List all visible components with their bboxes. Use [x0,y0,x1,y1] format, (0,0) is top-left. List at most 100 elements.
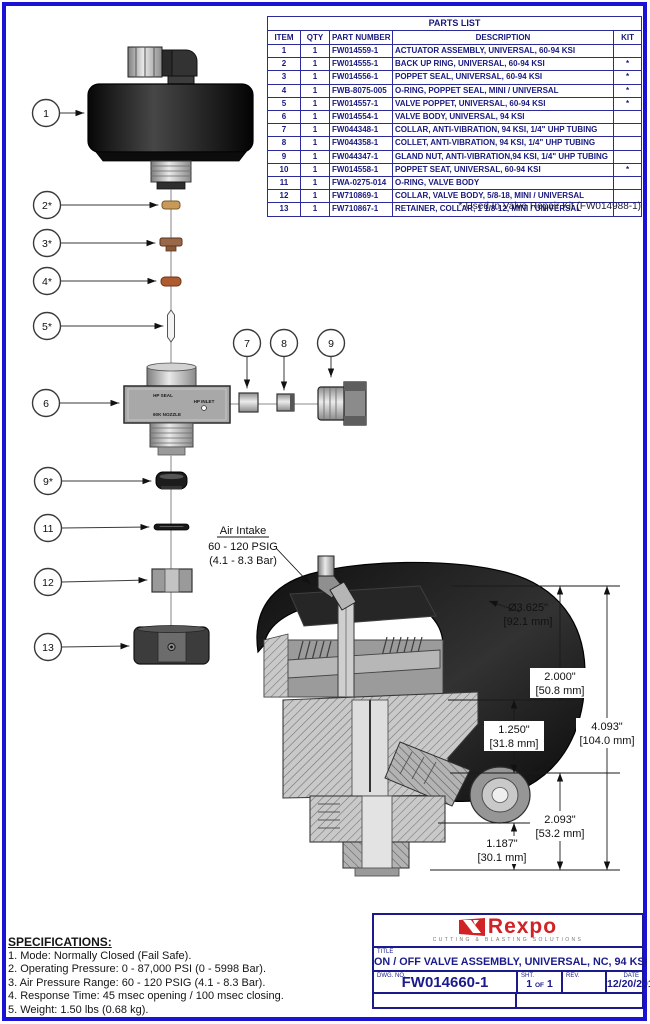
cell-item: 1 [267,43,301,59]
hp-inlet-port [201,405,207,411]
col-description: DESCRIPTION [392,30,614,45]
spec-item-4: 4. Response Time: 45 msec opening / 100 … [8,990,284,1003]
balloon-1: 1 [31,98,85,128]
valve-body-section [282,691,531,824]
cell-description: ACTUATOR ASSEMBLY, UNIVERSAL, 60-94 KSI [392,43,614,59]
blank-row [374,992,642,1007]
cell-description: O-RING, VALVE BODY [392,176,614,191]
col-qty: QTY [300,30,330,45]
engraving-hp-seal: HP SEAL [153,393,173,398]
cell-qty: 1 [300,43,330,59]
dia-leader [488,600,521,613]
table-row: 3 1 FW014556-1 POPPET SEAL, UNIVERSAL, 6… [267,70,643,85]
cell-description: POPPET SEAL, UNIVERSAL, 60-94 KSI [392,70,614,85]
dim-2000: 2.000" [50.8 mm] [530,668,590,698]
poppet-seal-part [159,237,183,252]
svg-text:[31.8 mm]: [31.8 mm] [490,738,539,750]
svg-text:13: 13 [42,642,54,654]
cell-kit [612,149,643,164]
table-row: 2 1 FW014555-1 BACK UP RING, UNIVERSAL, … [267,57,643,72]
title-row: TITLE ON / OFF VALVE ASSEMBLY, UNIVERSAL… [374,948,648,970]
svg-text:1.250": 1.250" [498,724,530,736]
cell-description: O-RING, POPPET SEAL, MINI / UNIVERSAL [392,83,614,98]
cell-description: COLLAR, ANTI-VIBRATION, 94 KSI, 1/4" UHP… [392,123,614,138]
cell-item: 2 [267,57,301,72]
svg-text:7: 7 [244,338,250,350]
cell-kit [612,110,643,125]
balloon-6: 6 [31,388,120,418]
cell-qty: 1 [300,83,330,98]
dim-1187: 1.187" [30.1 mm] [473,836,531,864]
cell-qty: 1 [300,96,330,112]
svg-text:4*: 4* [42,276,52,288]
engraving-hp-inlet: HP INLET [194,399,215,404]
valve-poppet-part [167,309,175,343]
valve-body-part: HP SEAL HP INLET 60K NOZZLE [123,362,231,456]
cell-kit [612,202,643,217]
balloon-9star: 9* [33,466,152,496]
gland-nut-part [317,381,367,426]
svg-text:1.187": 1.187" [486,838,518,850]
col-item: ITEM [267,30,301,45]
balloon-8: 8 [269,328,299,391]
cell-part-number: FW044347-1 [329,149,393,164]
title-block-logo-row: Rexpo CUTTING & BLASTING SOLUTIONS [374,915,642,948]
svg-text:60 - 120 PSIG: 60 - 120 PSIG [208,541,278,553]
dwg-no-value: FW014660-1 [401,974,489,991]
cell-item: 10 [267,162,301,178]
actuator-assembly-part [87,46,254,190]
cell-part-number: FW014559-1 [329,43,393,59]
cell-qty: 1 [300,123,330,138]
rev-label: REV. [566,973,580,979]
balloon-2: 2* [32,190,159,220]
cell-kit: * [612,162,643,178]
cell-part-number: FW014556-1 [329,70,393,85]
drawing-number-row: DWG. NO. FW014660-1 SHT. 1 OF 1 REV. DAT… [374,970,650,992]
table-row: 1 1 FW014559-1 ACTUATOR ASSEMBLY, UNIVER… [267,43,643,59]
exploded-view: HP SEAL HP INLET 60K NOZZLE [31,46,367,665]
engraving-nozzle: 60K NOZZLE [153,412,181,417]
cell-item: 7 [267,123,301,138]
cell-part-number: FW014554-1 [329,110,393,125]
svg-text:(4.1 - 8.3 Bar): (4.1 - 8.3 Bar) [209,555,277,567]
table-row: 6 1 FW014554-1 VALVE BODY, UNIVERSAL, 94… [267,110,643,125]
svg-text:6: 6 [43,398,49,410]
cell-item: 11 [267,176,301,191]
parts-list-table: PARTS LIST ITEM QTY PART NUMBER DESCRIPT… [266,16,643,217]
cell-item: 3 [267,70,301,85]
specifications-heading: SPECIFICATIONS: [8,935,112,949]
svg-text:[92.1 mm]: [92.1 mm] [504,616,553,628]
sheet-number: 1 [526,978,533,990]
svg-text:9*: 9* [43,476,53,488]
sheet-label: SHT. [521,973,535,979]
cell-qty: 1 [300,136,330,151]
specifications-block: SPECIFICATIONS: 1. Mode: Normally Closed… [8,935,284,1018]
bottom-stem-section [309,795,446,877]
sheet-cell: SHT. 1 OF 1 [518,972,563,992]
dome-interior-cut [263,597,444,698]
cell-kit [612,123,643,138]
cell-description: BACK UP RING, UNIVERSAL, 60-94 KSI [392,57,614,72]
svg-text:Ø3.625": Ø3.625" [508,602,548,614]
sheet-of: OF [534,982,545,989]
logo-tagline: CUTTING & BLASTING SOLUTIONS [432,937,584,943]
cell-part-number: FWB-8075-005 [329,83,393,98]
piston-plate [287,649,441,679]
cell-kit: * [612,83,643,98]
cell-part-number: FW014555-1 [329,57,393,72]
spec-item-3: 3. Air Pressure Range: 60 - 120 PSIG (4.… [8,976,266,989]
cell-qty: 1 [300,110,330,125]
parts-list-header-row: ITEM QTY PART NUMBER DESCRIPTION KIT [267,30,643,45]
table-row: 4 1 FWB-8075-005 O-RING, POPPET SEAL, MI… [267,83,643,98]
cross-section-view: Air Intake 60 - 120 PSIG (4.1 - 8.3 Bar) [208,525,640,877]
date-cell: DATE 12/20/2018 [607,972,650,992]
cell-description: GLAND NUT, ANTI-VIBRATION,94 KSI, 1/4" U… [392,149,614,164]
collet-part [276,393,295,412]
table-row: 8 1 FW044358-1 COLLET, ANTI-VIBRATION, 9… [267,136,643,151]
collar-valve-body-part [151,568,193,593]
table-row: 12 1 FW710869-1 COLLAR, VALVE BODY, 5/8-… [267,189,643,204]
cell-part-number: FW710867-1 [329,202,393,217]
dim-4093: 4.093" [104.0 mm] [576,718,640,748]
balloon-11: 11 [33,513,150,543]
title-label: TITLE [377,949,394,955]
